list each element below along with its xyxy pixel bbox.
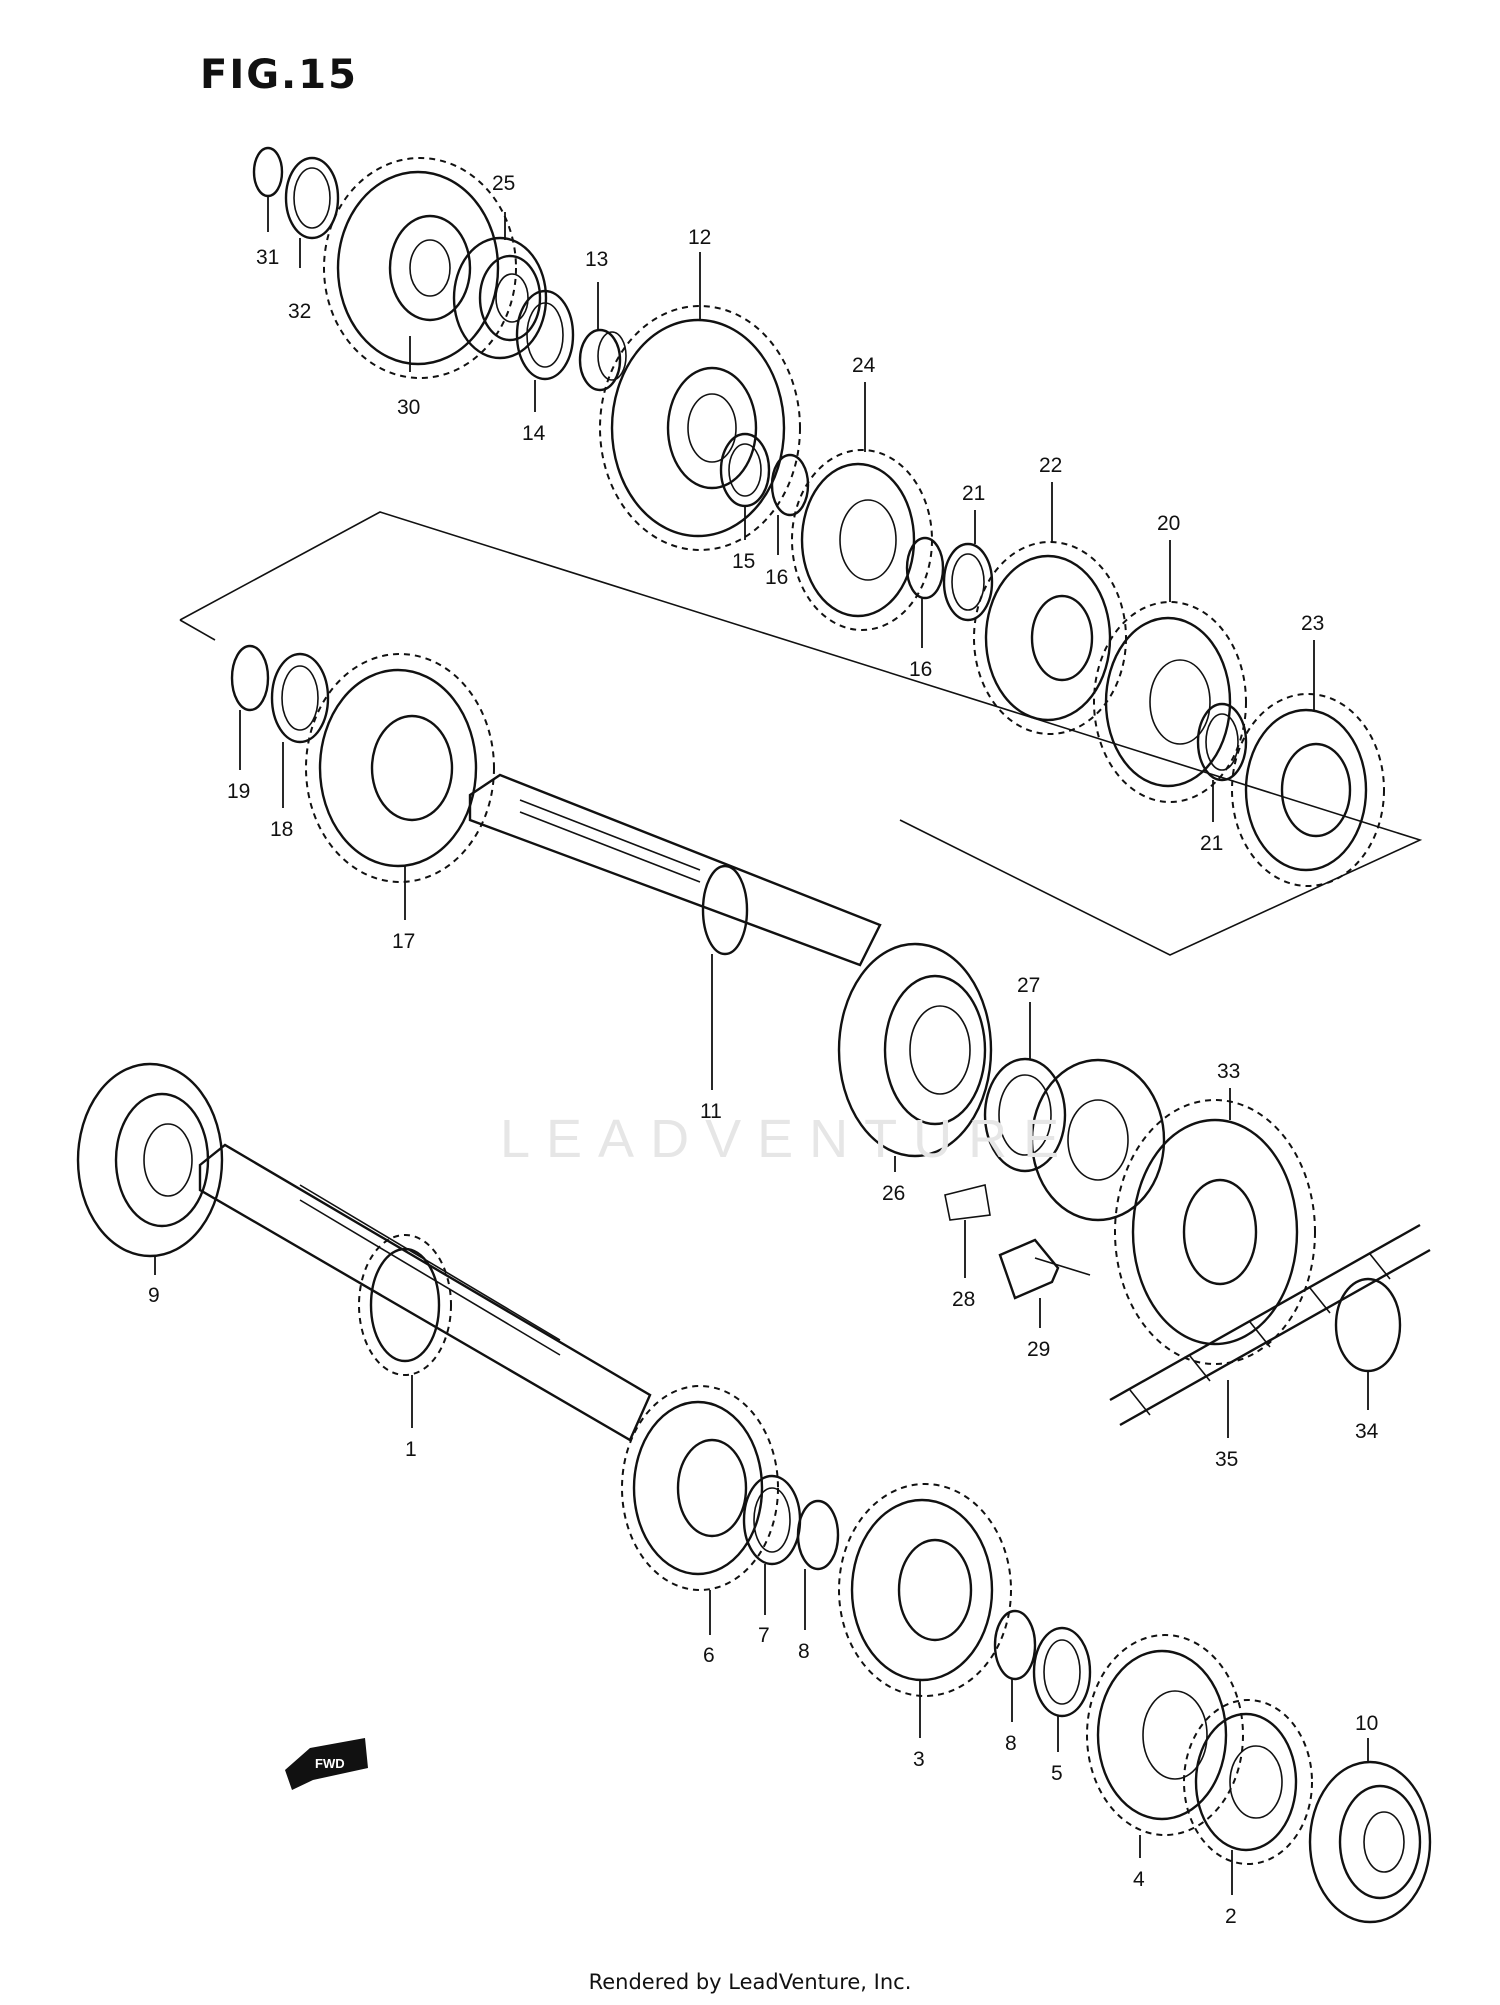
- washer-21a[interactable]: [942, 542, 994, 622]
- callout-3: 3: [913, 1748, 925, 1771]
- washer-5[interactable]: [1032, 1626, 1092, 1718]
- callout-14: 14: [522, 422, 546, 445]
- callout-7: 7: [758, 1624, 770, 1647]
- callout-21-upper: 21: [962, 482, 985, 505]
- plate-28[interactable]: [944, 1058, 1166, 1222]
- gear-22[interactable]: [973, 541, 1127, 735]
- circlip-16a[interactable]: [770, 453, 810, 517]
- circlip-16b[interactable]: [905, 536, 945, 600]
- gear-30[interactable]: [323, 157, 517, 379]
- gear-23[interactable]: [1231, 693, 1385, 887]
- callout-10: 10: [1355, 1712, 1378, 1735]
- callout-29: 29: [1027, 1338, 1050, 1361]
- callout-9: 9: [148, 1284, 160, 1307]
- callout-24: 24: [852, 354, 876, 377]
- callout-15: 15: [732, 550, 755, 573]
- gear-4[interactable]: [1086, 1634, 1244, 1836]
- figure-title: FIG.15: [200, 52, 358, 98]
- bolt-29[interactable]: [998, 1238, 1091, 1300]
- gear-2[interactable]: [1183, 1699, 1313, 1865]
- callout-12: 12: [688, 226, 711, 249]
- watermark-text: LEADVENTURE: [500, 1109, 1076, 1169]
- gear-1-integral[interactable]: [358, 1234, 452, 1376]
- callout-labels: 31 32 30 25 14 13 12 15 16 24 21 16 22 2…: [148, 172, 1379, 1928]
- washer-15[interactable]: [719, 432, 771, 508]
- driveshaft-1[interactable]: [198, 1143, 652, 1442]
- gear-6[interactable]: [621, 1385, 779, 1591]
- bearing-9[interactable]: [76, 1062, 224, 1258]
- circlip-34[interactable]: [1334, 1277, 1402, 1373]
- gear-3[interactable]: [838, 1483, 1012, 1697]
- chain-35[interactable]: [1109, 1223, 1431, 1427]
- callout-33: 33: [1217, 1060, 1240, 1083]
- callout-11: 11: [700, 1100, 722, 1123]
- callout-21-lower: 21: [1200, 832, 1223, 855]
- callout-2: 2: [1225, 1905, 1237, 1928]
- footer-credit: Rendered by LeadVenture, Inc.: [588, 1970, 912, 1994]
- callout-26: 26: [882, 1182, 905, 1205]
- callout-32: 32: [288, 300, 311, 323]
- washer-7[interactable]: [742, 1474, 802, 1566]
- callout-19: 19: [227, 780, 250, 803]
- gear-17[interactable]: [305, 653, 495, 883]
- callout-22: 22: [1039, 454, 1062, 477]
- gear-20[interactable]: [1093, 601, 1247, 803]
- callout-4: 4: [1133, 1868, 1145, 1891]
- callout-13: 13: [585, 248, 608, 271]
- leader-lines: [154, 196, 1369, 1895]
- washer-18[interactable]: [270, 652, 330, 744]
- bearing-25[interactable]: [452, 236, 548, 360]
- callout-25: 25: [492, 172, 515, 195]
- bushing-13[interactable]: [578, 328, 627, 392]
- callout-34: 34: [1355, 1420, 1379, 1443]
- fwd-label: FWD: [315, 1756, 345, 1771]
- gear-24[interactable]: [791, 449, 933, 631]
- callout-18: 18: [270, 818, 293, 841]
- callout-28: 28: [952, 1288, 975, 1311]
- bearing-26[interactable]: [837, 942, 993, 1158]
- callout-17: 17: [392, 930, 415, 953]
- callout-5: 5: [1051, 1762, 1063, 1785]
- callout-8-left: 8: [798, 1640, 810, 1663]
- callout-31: 31: [256, 246, 279, 269]
- washer-14[interactable]: [515, 289, 575, 381]
- sprocket-33[interactable]: [1114, 1099, 1316, 1365]
- circlip-19[interactable]: [230, 644, 270, 712]
- bearing-10[interactable]: [1308, 1760, 1432, 1924]
- fwd-arrow-icon: FWD: [285, 1738, 368, 1790]
- callout-20: 20: [1157, 512, 1180, 535]
- callout-30: 30: [397, 396, 420, 419]
- circlip-8b[interactable]: [993, 1609, 1037, 1681]
- washer-32[interactable]: [284, 156, 340, 240]
- oil-seal-27[interactable]: [983, 1057, 1067, 1173]
- callout-27: 27: [1017, 974, 1040, 997]
- callout-23: 23: [1301, 612, 1324, 635]
- circlip-31[interactable]: [252, 146, 284, 198]
- callout-35: 35: [1215, 1448, 1238, 1471]
- circlip-8a[interactable]: [796, 1499, 840, 1571]
- callout-1: 1: [405, 1438, 417, 1461]
- callout-8-right: 8: [1005, 1732, 1017, 1755]
- callout-6: 6: [703, 1644, 715, 1667]
- gear-12[interactable]: [599, 305, 801, 551]
- countershaft-11[interactable]: [468, 773, 882, 967]
- callout-16-lower: 16: [909, 658, 932, 681]
- callout-16-upper: 16: [765, 566, 788, 589]
- washer-21b[interactable]: [1196, 702, 1248, 782]
- countershaft-group-outline: [179, 511, 1423, 956]
